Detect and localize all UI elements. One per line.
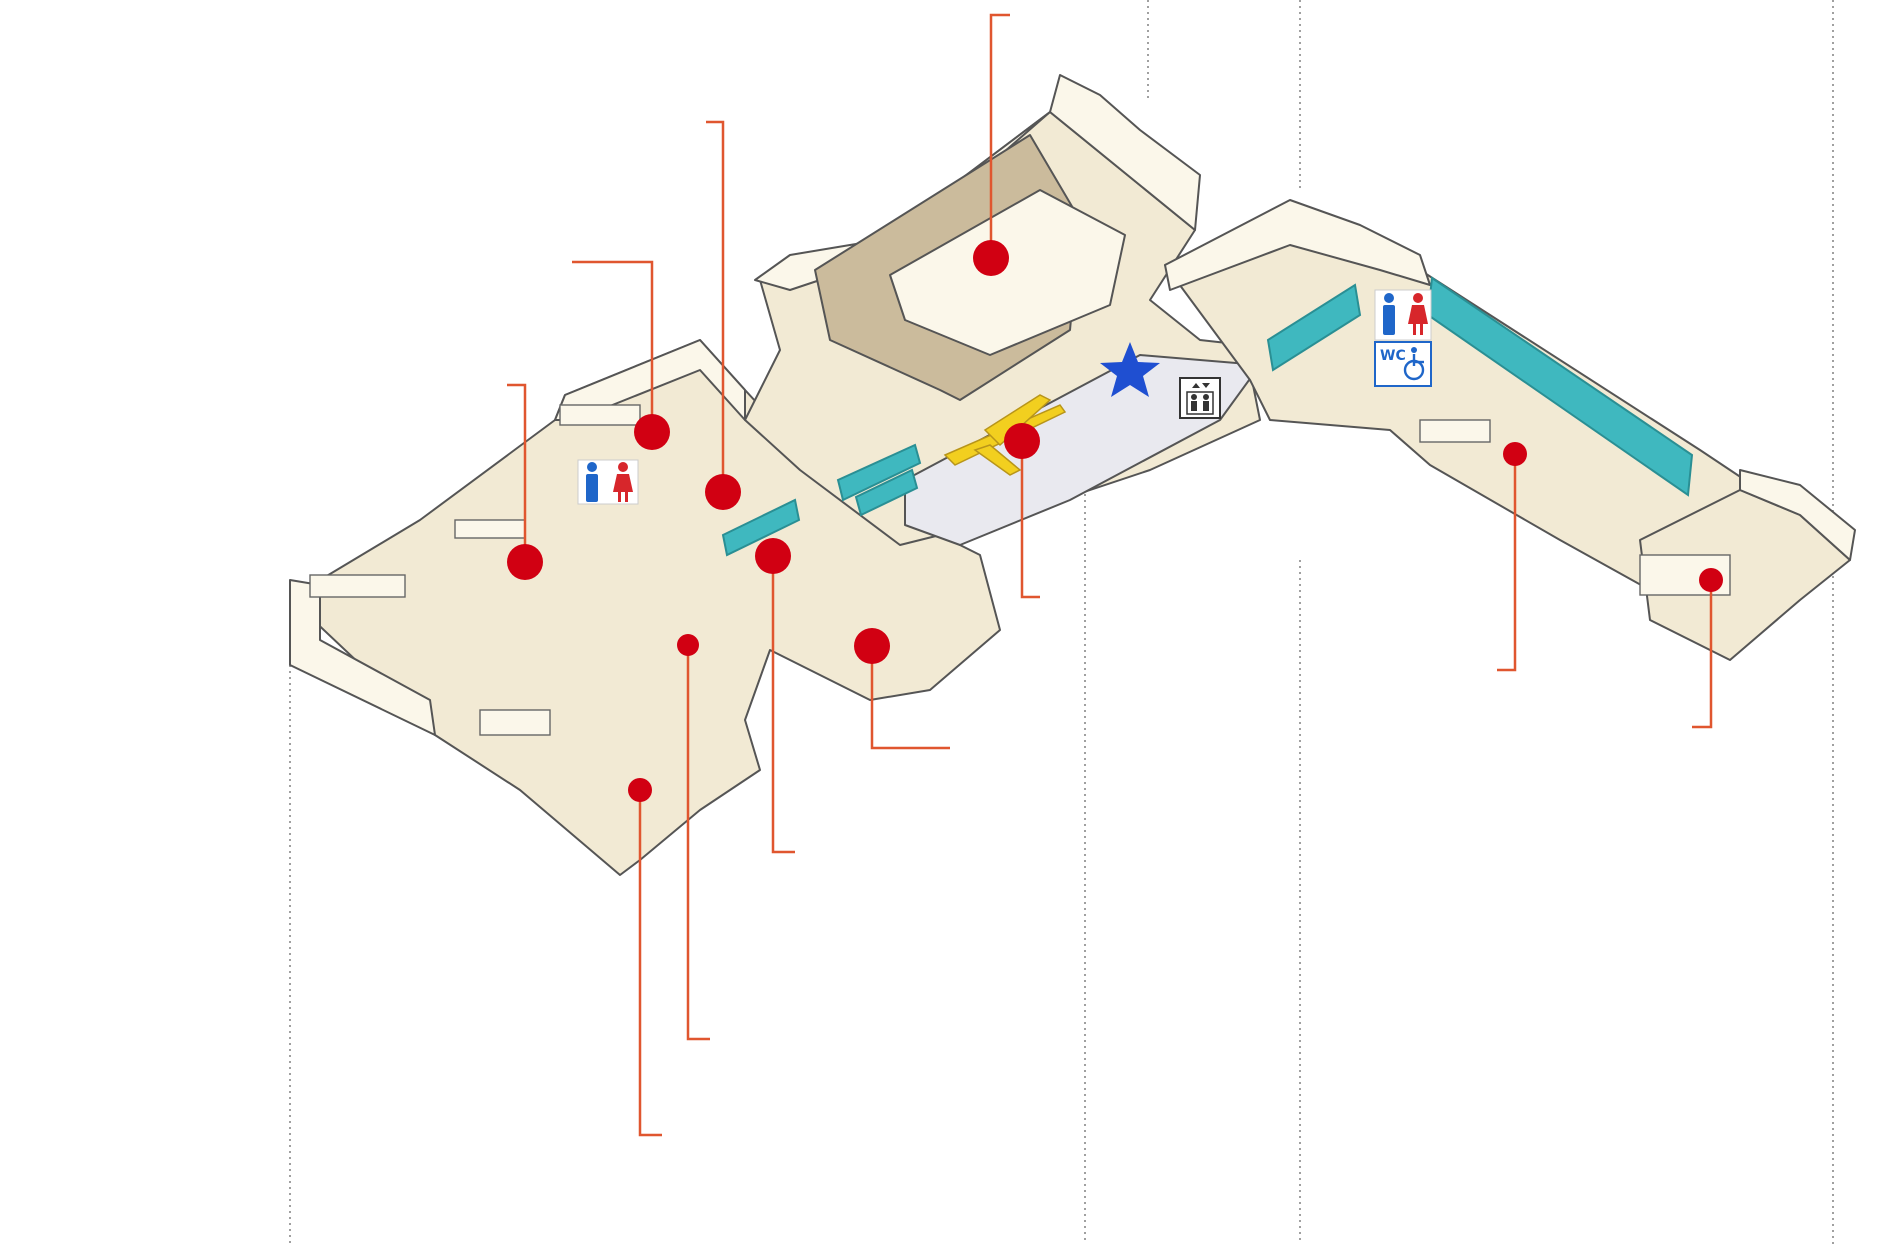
airplane-exhibit-icon <box>943 394 1067 476</box>
display-panels <box>721 276 1694 557</box>
column-dividers <box>289 0 1834 1244</box>
leader-line <box>706 120 725 492</box>
shelf-row <box>1419 419 1491 443</box>
location-markers <box>507 240 1723 802</box>
restroom-icon <box>1374 289 1432 341</box>
location-marker[interactable] <box>507 544 543 580</box>
location-marker[interactable] <box>1699 568 1723 592</box>
display-panel <box>1266 283 1362 372</box>
location-marker[interactable] <box>677 634 699 656</box>
airplane-wing <box>973 444 1022 476</box>
leader-line <box>572 260 654 430</box>
east-wing-back-wall <box>1164 199 1431 291</box>
location-marker[interactable] <box>1004 423 1040 459</box>
wheelchair-wc-icon: WC <box>1374 341 1432 387</box>
shelf-row <box>479 709 551 736</box>
location-marker[interactable] <box>755 538 791 574</box>
location-marker[interactable] <box>854 628 890 664</box>
corridor-floor <box>904 354 1261 546</box>
current-location-star-icon <box>1100 342 1160 397</box>
leader-line <box>1497 454 1517 672</box>
leader-line <box>686 645 710 1041</box>
airplane-wing <box>983 394 1052 447</box>
leader-line <box>638 790 662 1137</box>
location-marker[interactable] <box>628 778 652 802</box>
location-marker[interactable] <box>705 474 741 510</box>
leader-line <box>870 646 950 750</box>
leader-line <box>989 13 1010 258</box>
shelf-row <box>559 404 641 426</box>
far-east-room-wall <box>1739 469 1856 561</box>
location-marker[interactable] <box>973 240 1009 276</box>
leader-lines <box>507 13 1713 1137</box>
display-panel <box>836 443 922 502</box>
building-floor-plan <box>289 74 1856 876</box>
display-panel <box>854 468 919 517</box>
shelf-row <box>309 574 406 598</box>
leader-line <box>1020 445 1040 599</box>
elevator-icon <box>1179 377 1221 419</box>
shelving-rows <box>309 404 1731 736</box>
leader-line <box>771 556 795 854</box>
wc-label: WC <box>1380 348 1406 364</box>
leader-line <box>507 383 527 560</box>
location-marker[interactable] <box>634 414 670 450</box>
leader-line <box>1692 580 1713 729</box>
location-marker[interactable] <box>1503 442 1527 466</box>
shelf-row <box>454 519 526 539</box>
gallery-cases <box>889 189 1126 356</box>
display-panel <box>721 498 801 557</box>
restroom-icon <box>577 459 639 505</box>
